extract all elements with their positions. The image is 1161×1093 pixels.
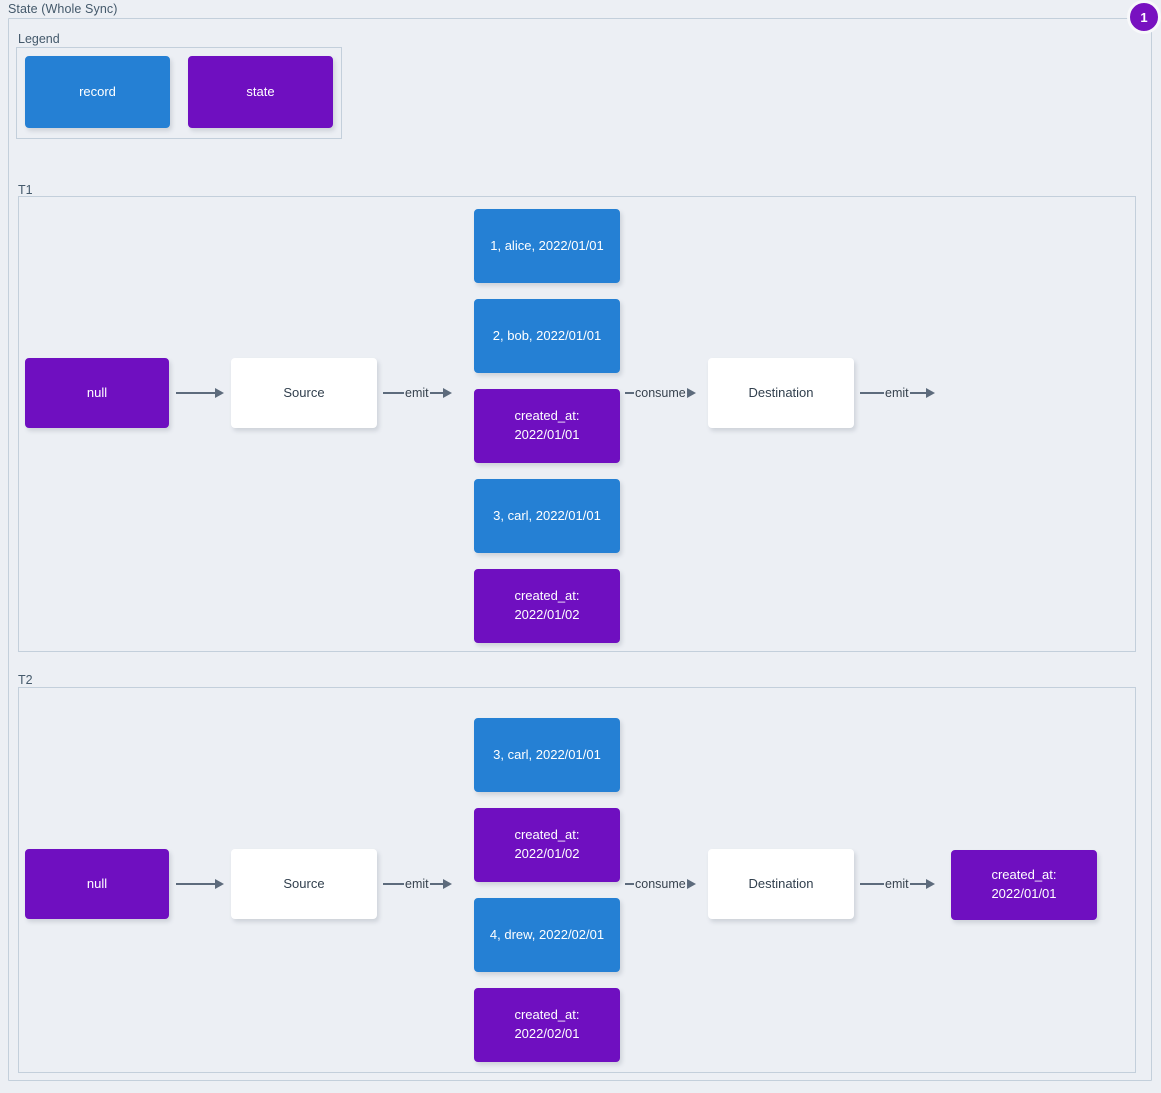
step-badge: 1	[1127, 0, 1161, 34]
t1-stream-item-1: 2, bob, 2022/01/01	[474, 299, 620, 373]
t1-stream-item-0: 1, alice, 2022/01/01	[474, 209, 620, 283]
t1-input-state: null	[25, 358, 169, 428]
t1-source-node: Source	[231, 358, 377, 428]
t2-input-state: null	[25, 849, 169, 919]
t2-stream-item-2: 4, drew, 2022/02/01	[474, 898, 620, 972]
t2-stream-item-0: 3, carl, 2022/01/01	[474, 718, 620, 792]
t1-stream-item-4: created_at: 2022/01/02	[474, 569, 620, 643]
legend-swatch-record: record	[25, 56, 170, 128]
page-title: State (Whole Sync)	[8, 2, 118, 16]
t2-output-state: created_at: 2022/01/01	[951, 850, 1097, 920]
t2-stream-item-3: created_at: 2022/02/01	[474, 988, 620, 1062]
t1-stream-item-3: 3, carl, 2022/01/01	[474, 479, 620, 553]
legend-label: Legend	[18, 32, 60, 46]
t1-stream-item-2: created_at: 2022/01/01	[474, 389, 620, 463]
t2-destination-node: Destination	[708, 849, 854, 919]
group-label-t1: T1	[18, 183, 33, 197]
t2-source-node: Source	[231, 849, 377, 919]
t1-destination-node: Destination	[708, 358, 854, 428]
legend-swatch-state: state	[188, 56, 333, 128]
t2-stream-item-1: created_at: 2022/01/02	[474, 808, 620, 882]
group-label-t2: T2	[18, 673, 33, 687]
